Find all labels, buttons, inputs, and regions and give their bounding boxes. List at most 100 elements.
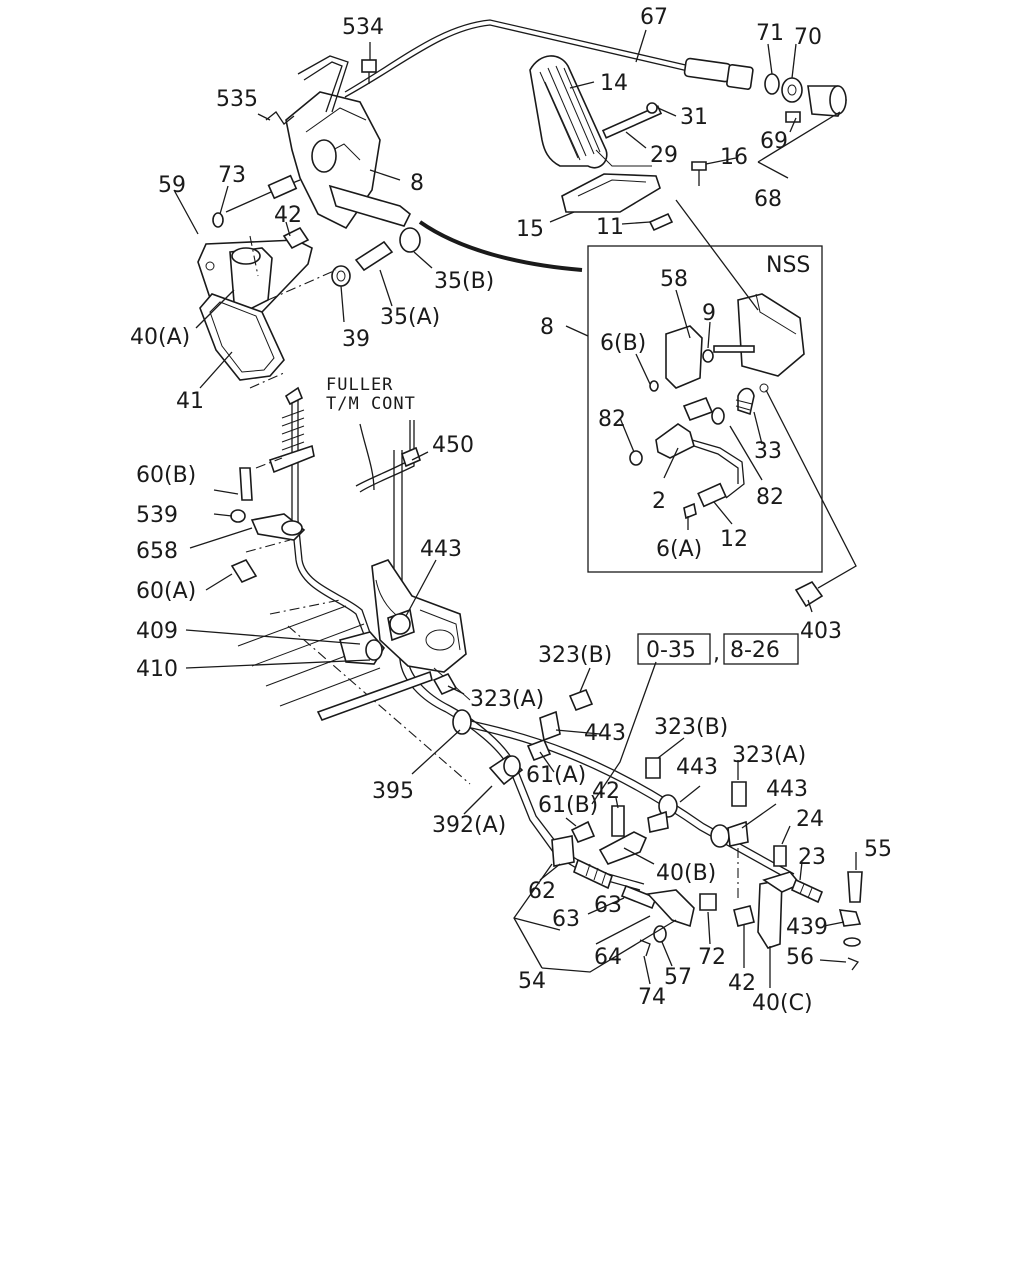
label-70: 70 [794,25,822,50]
label-40b: 40(B) [656,861,716,886]
bolt-323b-mid [568,688,594,712]
clamp-395 [452,709,472,735]
label-64: 64 [594,945,622,970]
nut-70 [781,77,803,103]
label-323b-right: 323(B) [654,715,728,740]
label-68: 68 [754,187,782,212]
bracket-62 [551,835,575,867]
label-410: 410 [136,657,178,682]
rod-end-23 [790,878,862,927]
nut-539 [230,509,246,523]
label-395: 395 [372,779,414,804]
bolt-323b-right [645,757,661,779]
bolt-42-top [282,226,310,250]
label-14: 14 [600,71,628,96]
label-323a-right: 323(A) [732,743,806,768]
bolt-72 [699,893,717,911]
bolt-60a [230,558,258,584]
label-535: 535 [216,87,258,112]
label-63-b: 63 [594,893,622,918]
label-323a-mid: 323(A) [470,687,544,712]
label-658: 658 [136,539,178,564]
label-409: 409 [136,619,178,644]
label-42-low: 42 [728,971,756,996]
label-41: 41 [176,389,204,414]
bracket-40b [598,831,648,865]
label-73: 73 [218,163,246,188]
bolt-42-low [733,905,755,927]
part-labels: 534 67 71 70 535 14 31 69 29 16 59 73 8 … [130,5,892,1016]
label-31: 31 [680,105,708,130]
label-56: 56 [786,945,814,970]
bolt-69 [785,111,801,123]
label-539: 539 [136,503,178,528]
label-439: 439 [786,915,828,940]
label-534: 534 [342,15,384,40]
leader-lines [173,29,857,988]
label-443-upper: 443 [420,537,462,562]
bracket-443b [539,710,561,742]
label-42-mid: 42 [592,779,620,804]
bolt-61a [526,738,552,762]
washer-57 [653,925,667,943]
label-24: 24 [796,807,824,832]
label-12: 12 [720,527,748,552]
reference-comma: , [713,641,720,666]
cable-vertical [268,386,377,651]
label-71: 71 [756,21,784,46]
cap-35b [399,227,421,253]
label-57: 57 [664,965,692,990]
label-9: 9 [702,301,716,326]
label-35a: 35(A) [380,305,440,330]
pedal-bracket-8 [285,55,412,230]
bolt-403 [794,580,824,608]
label-33: 33 [754,439,782,464]
clip-74 [639,939,651,957]
accelerator-pedal-14 [529,55,608,169]
reference-text-1: 0-35 [646,638,696,663]
label-61b: 61(B) [538,793,598,818]
label-82-left: 82 [598,407,626,432]
note-line-2: T/M CONT [326,394,416,414]
bolt-534 [361,59,377,84]
label-60a: 60(A) [136,579,196,604]
label-450: 450 [432,433,474,458]
label-323b-mid: 323(B) [538,643,612,668]
label-16: 16 [720,145,748,170]
reference-text-2: 8-26 [730,638,780,663]
clip-535 [265,111,295,125]
bolt-323a-right [731,781,747,807]
bolt-42-mid [611,805,625,837]
label-443-mid: 443 [584,721,626,746]
knob-cap [807,85,847,117]
label-23: 23 [798,845,826,870]
accelerator-cable-67 [344,19,754,98]
stud-35a [354,240,394,272]
reference-box-1: 0-35 [637,633,711,665]
clamp-443-upper [389,613,411,635]
label-6a: 6(A) [656,537,702,562]
note-line-1: FULLER [326,375,393,395]
bracket-40c [757,871,802,949]
bolt-61b [570,820,596,844]
washer-439 [843,937,861,947]
clamp-443d [710,820,749,848]
label-443-right1: 443 [676,755,718,780]
label-54: 54 [518,969,546,994]
label-6b: 6(B) [600,331,646,356]
frame-rails [237,599,471,785]
label-29: 29 [650,143,678,168]
label-403: 403 [800,619,842,644]
label-63-a: 63 [552,907,580,932]
cable-clamp-409 [339,631,385,665]
bolt-323a-mid [432,672,458,696]
inset-title: NSS [766,253,810,278]
label-69: 69 [760,129,788,154]
label-15: 15 [516,217,544,242]
label-58: 58 [660,267,688,292]
label-392a: 392(A) [432,813,506,838]
label-82-right: 82 [756,485,784,510]
clip-56 [847,957,860,971]
label-8-inset: 8 [540,315,554,340]
